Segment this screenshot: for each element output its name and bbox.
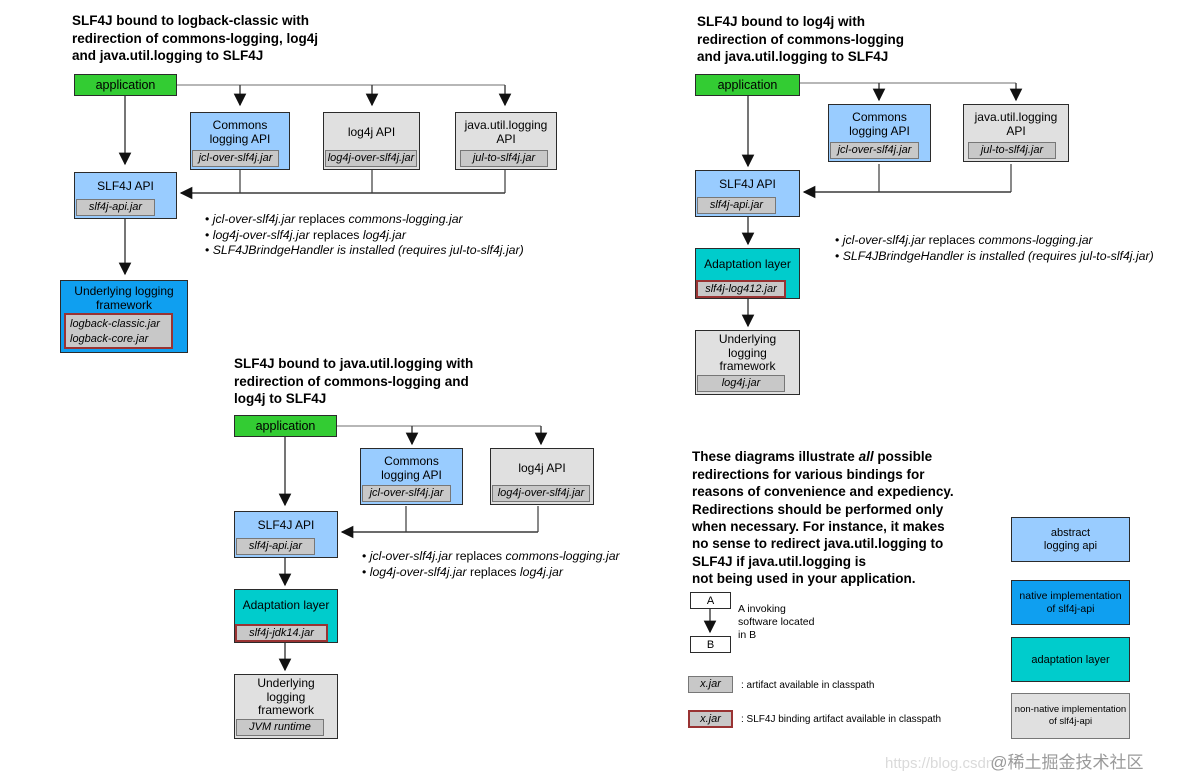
legend-adaptation-box: adaptation layer (1011, 637, 1130, 682)
note-text: possible redirections for various bindin… (692, 449, 954, 587)
d1-commons-jar-badge: jcl-over-slf4j.jar (192, 150, 279, 167)
d1-notes: • jcl-over-slf4j.jar replaces commons-lo… (205, 212, 524, 259)
d3-commons-api-box: Commons logging API jcl-over-slf4j.jar (360, 448, 463, 505)
d2-adaptation-layer-label: Adaptation layer (704, 257, 791, 271)
d3-slf4j-api-label: SLF4J API (257, 518, 315, 532)
d3-note-line: • log4j-over-slf4j.jar replaces log4j.ja… (362, 564, 563, 579)
d2-adaptation-jar-badge: slf4j-log412.jar (696, 280, 786, 298)
legend-native-impl-box: native implementation of slf4j-api (1011, 580, 1130, 625)
d1-note-line: • log4j-over-slf4j.jar replaces log4j.ja… (205, 227, 406, 242)
legend-non-native-label: non-native implementation of slf4j-api (1014, 704, 1127, 727)
note-emphasis: all (858, 449, 874, 465)
d1-note-line: • SLF4JBrindgeHandler is installed (requ… (205, 243, 524, 257)
d1-log4j-api-label: log4j API (347, 125, 396, 139)
d2-notes: • jcl-over-slf4j.jar replaces commons-lo… (835, 233, 1154, 264)
d2-underlying-jar-badge: log4j.jar (697, 375, 785, 392)
d1-underlying-framework-label: Underlying logging framework (74, 284, 174, 312)
d1-title: SLF4J bound to logback-classic with redi… (72, 13, 319, 63)
legend-b-box: B (690, 636, 731, 653)
d1-jul-jar-badge: jul-to-slf4j.jar (460, 150, 548, 167)
legend-artifact-jar-badge: x.jar (688, 676, 733, 693)
legend-artifact-text: : artifact available in classpath (741, 680, 875, 691)
d2-jul-api-box: java.util.logging API jul-to-slf4j.jar (963, 104, 1069, 162)
watermark-community: @稀土掘金技术社区 (990, 753, 1144, 772)
d3-commons-api-label: Commons logging API (381, 454, 442, 482)
d2-jul-api-label: java.util.logging API (974, 110, 1058, 138)
d1-application-box: application (74, 74, 177, 96)
d1-log4j-jar-badge: log4j-over-slf4j.jar (325, 150, 417, 167)
d3-underlying-framework-label: Underlying logging framework (257, 676, 315, 717)
legend-binding-text: : SLF4J binding artifact available in cl… (741, 714, 942, 725)
d3-adaptation-jar-badge: slf4j-jdk14.jar (235, 624, 328, 642)
d1-jul-api-label: java.util.logging API (464, 118, 548, 146)
d1-slf4j-api-box: SLF4J API slf4j-api.jar (74, 172, 177, 219)
d3-slf4j-jar-badge: slf4j-api.jar (236, 538, 315, 555)
legend-non-native-box: non-native implementation of slf4j-api (1011, 693, 1130, 739)
explanatory-note: These diagrams illustrate all possible r… (692, 431, 1002, 588)
legend-b-label: B (706, 638, 715, 651)
d3-underlying-jar-badge: JVM runtime (236, 719, 324, 736)
legend-binding-jar-badge: x.jar (688, 710, 733, 728)
d1-underlying-framework-box: Underlying logging framework logback-cla… (60, 280, 188, 353)
d2-slf4j-api-box: SLF4J API slf4j-api.jar (695, 170, 800, 217)
d2-underlying-framework-box: Underlying logging framework log4j.jar (695, 330, 800, 395)
legend-adaptation-label: adaptation layer (1031, 653, 1110, 666)
legend-ab-text: A invoking software located in B (738, 603, 815, 641)
d1-jul-api-box: java.util.logging API jul-to-slf4j.jar (455, 112, 557, 170)
d2-slf4j-jar-badge: slf4j-api.jar (697, 197, 776, 214)
d2-application-box: application (695, 74, 800, 96)
d2-jul-jar-badge: jul-to-slf4j.jar (968, 142, 1056, 159)
d1-commons-api-box: Commons logging API jcl-over-slf4j.jar (190, 112, 290, 170)
legend-abstract-api-label: abstract logging api (1043, 526, 1098, 552)
d2-adaptation-layer-box: Adaptation layer slf4j-log412.jar (695, 248, 800, 299)
d3-adaptation-layer-box: Adaptation layer slf4j-jdk14.jar (234, 589, 338, 643)
legend-a-box: A (690, 592, 731, 609)
d3-underlying-framework-box: Underlying logging framework JVM runtime (234, 674, 338, 739)
d2-commons-api-box: Commons logging API jcl-over-slf4j.jar (828, 104, 931, 162)
d2-note-line: • SLF4JBrindgeHandler is installed (requ… (835, 248, 1154, 263)
note-text: These diagrams illustrate (692, 449, 859, 465)
d3-application-box: application (234, 415, 337, 437)
d3-adaptation-layer-label: Adaptation layer (242, 598, 330, 612)
watermark: https://blog.csdn@稀土掘金技术社区 (885, 748, 1144, 773)
d2-title: SLF4J bound to log4j with redirection of… (697, 14, 905, 64)
d3-note-line: • jcl-over-slf4j.jar replaces commons-lo… (362, 549, 620, 563)
d1-commons-api-label: Commons logging API (209, 118, 271, 146)
d1-underlying-jar-badge: logback-classic.jar logback-core.jar (64, 313, 173, 349)
d2-note-line: • jcl-over-slf4j.jar replaces commons-lo… (835, 233, 1093, 247)
d3-log4j-jar-badge: log4j-over-slf4j.jar (492, 485, 590, 502)
d3-notes: • jcl-over-slf4j.jar replaces commons-lo… (362, 549, 620, 580)
d1-application-label: application (95, 78, 156, 92)
legend-abstract-api-box: abstract logging api (1011, 517, 1130, 562)
d2-commons-jar-badge: jcl-over-slf4j.jar (830, 142, 919, 159)
d3-slf4j-api-box: SLF4J API slf4j-api.jar (234, 511, 338, 558)
d2-underlying-framework-label: Underlying logging framework (718, 332, 777, 373)
legend-a-label: A (706, 594, 715, 607)
legend-native-impl-label: native implementation of slf4j-api (1019, 589, 1122, 615)
d2-slf4j-api-label: SLF4J API (719, 177, 776, 191)
d1-slf4j-jar-badge: slf4j-api.jar (76, 199, 155, 216)
d2-commons-api-label: Commons logging API (849, 110, 910, 138)
d3-commons-jar-badge: jcl-over-slf4j.jar (362, 485, 451, 502)
d3-title: SLF4J bound to java.util.logging with re… (234, 356, 474, 406)
d1-slf4j-api-label: SLF4J API (97, 179, 154, 193)
d1-note-line: • jcl-over-slf4j.jar replaces commons-lo… (205, 212, 463, 226)
d2-application-label: application (717, 78, 778, 92)
d3-application-label: application (255, 419, 316, 433)
d1-log4j-api-box: log4j API log4j-over-slf4j.jar (323, 112, 420, 170)
watermark-url: https://blog.csdn (885, 755, 995, 772)
d3-log4j-api-label: log4j API (518, 461, 566, 475)
d3-log4j-api-box: log4j API log4j-over-slf4j.jar (490, 448, 594, 505)
